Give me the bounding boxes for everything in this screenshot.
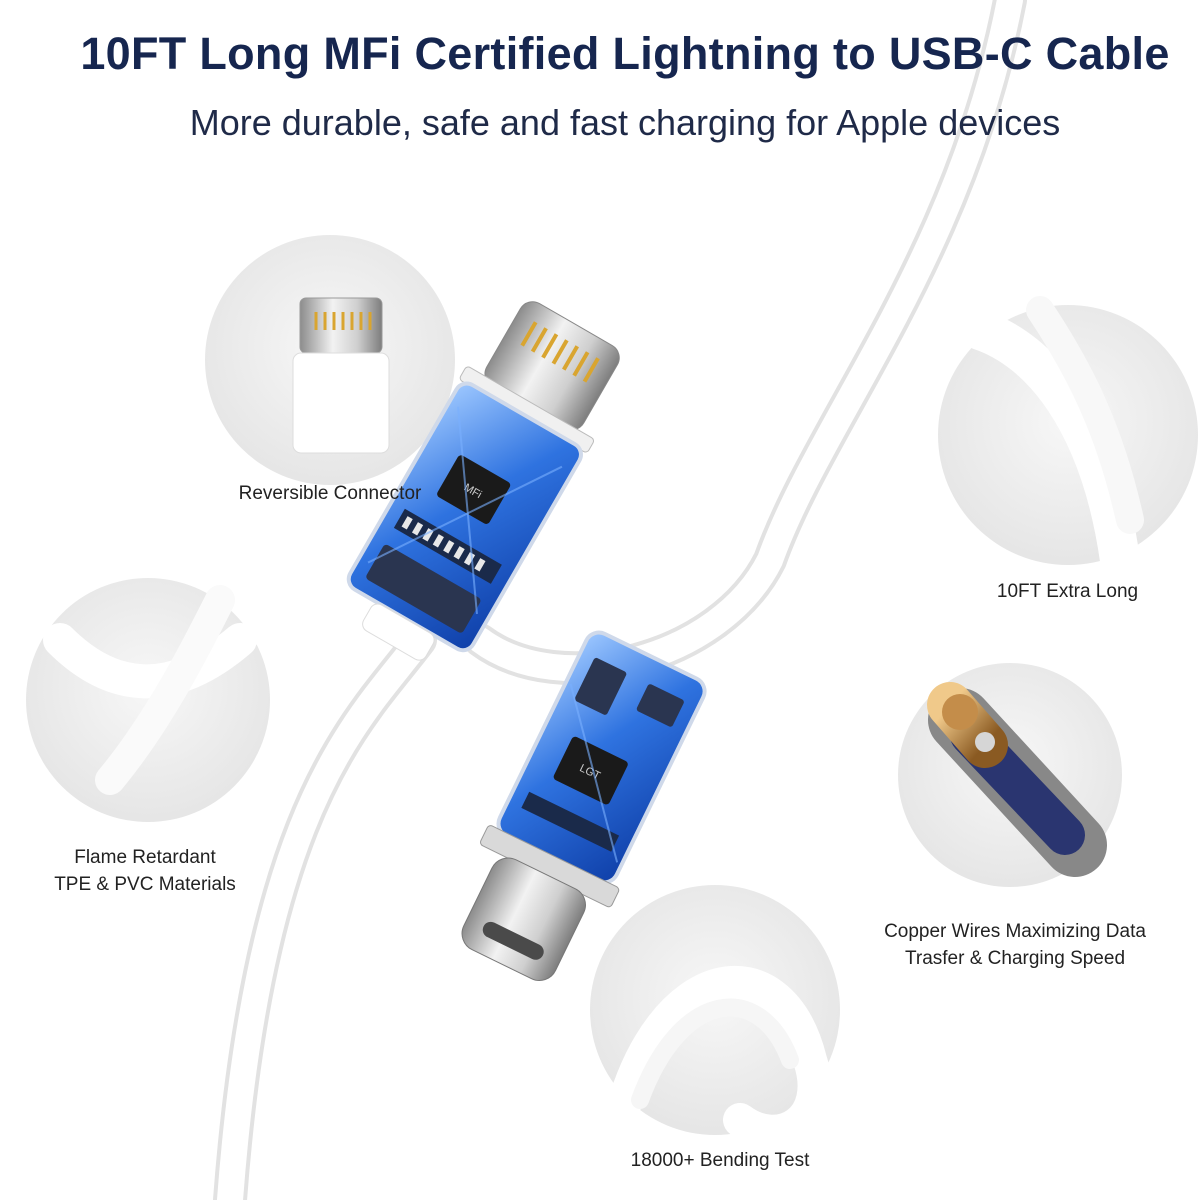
caption-copper-wires: Copper Wires Maximizing Data Trasfer & C…: [850, 918, 1180, 972]
caption-extra-long: 10FT Extra Long: [996, 581, 1139, 602]
caption-flame-retardant: Flame Retardant TPE & PVC Materials: [30, 844, 260, 898]
caption-flame-line2: TPE & PVC Materials: [54, 874, 236, 895]
caption-flame-line1: Flame Retardant: [74, 847, 216, 868]
caption-copper-line1: Copper Wires Maximizing Data: [884, 921, 1146, 942]
flame-retardant-circle: [26, 578, 270, 822]
caption-bending-test: 18000+ Bending Test: [630, 1150, 810, 1171]
lightning-connector: MFi: [346, 301, 620, 661]
page-subtitle: More durable, safe and fast charging for…: [189, 102, 1061, 143]
copper-wires-circle: [898, 663, 1122, 887]
caption-reversible-connector: Reversible Connector: [238, 483, 422, 504]
extra-long-circle: [938, 296, 1198, 580]
reversible-connector-circle: [205, 235, 455, 485]
bending-test-circle: [590, 885, 840, 1149]
usbc-connector: LGT: [461, 630, 707, 981]
caption-copper-line2: Trasfer & Charging Speed: [904, 948, 1126, 969]
page-title: 10FT Long MFi Certified Lightning to USB…: [80, 28, 1170, 79]
